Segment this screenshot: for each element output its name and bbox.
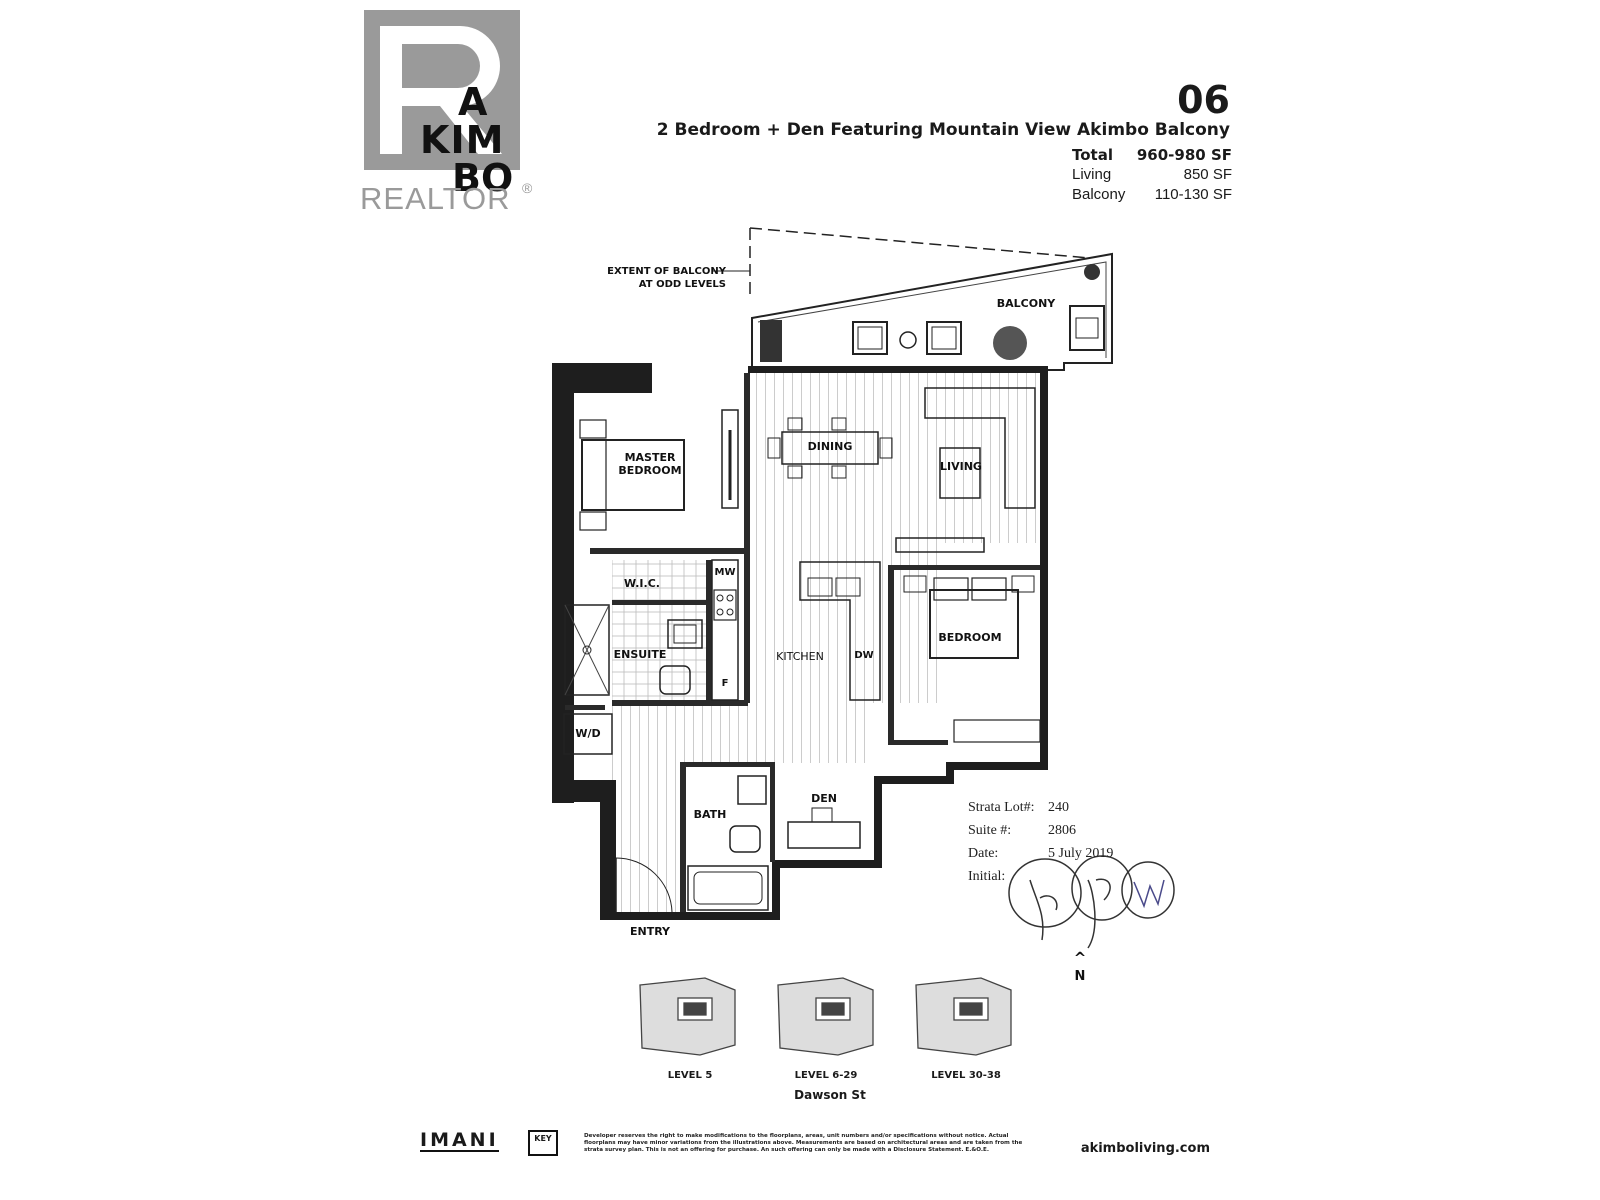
area-value: 960-980 SF <box>1136 146 1232 164</box>
unit-number: 06 <box>1177 78 1230 122</box>
north-label: N <box>1074 969 1086 984</box>
area-row-living: Living 850 SF <box>1072 166 1232 186</box>
area-label: Balcony <box>1072 186 1126 203</box>
suite-label: Suite #: <box>968 823 1012 838</box>
north-arrow-icon: ^ <box>1073 949 1087 967</box>
realtor-wordmark: REALTOR <box>360 181 511 216</box>
keyplan-level-5: LEVEL 5 <box>667 1070 713 1081</box>
room-label-ensuite: ENSUITE <box>613 648 667 661</box>
area-row-balcony: Balcony 110-130 SF <box>1072 186 1232 206</box>
keyplan-level-6-29: LEVEL 6-29 <box>794 1070 858 1081</box>
key-logo: KEY <box>528 1130 558 1156</box>
date-label: Date: <box>968 846 999 861</box>
area-label: Living <box>1072 166 1112 183</box>
area-value: 110-130 SF <box>1154 186 1232 203</box>
disclaimer-text: Developer reserves the right to make mod… <box>584 1133 1023 1153</box>
date-value: 5 July 2019 <box>1048 846 1114 861</box>
area-value: 850 SF <box>1183 166 1232 183</box>
balcony-note-line-2: AT ODD LEVELS <box>638 279 726 290</box>
strata-lot-label: Strata Lot#: <box>968 800 1035 815</box>
area-row-total: Total 960-980 SF <box>1072 146 1232 166</box>
registered-mark: ® <box>522 180 533 196</box>
keyplan-graphics <box>639 977 1012 1056</box>
appliance-label-mw: MW <box>714 567 736 578</box>
room-label-bedroom: BEDROOM <box>938 631 1002 644</box>
website-link[interactable]: akimboliving.com <box>1080 1141 1210 1156</box>
realtor-logo: A KIM BO REALTOR ® <box>360 8 540 218</box>
master-line-1: MASTER <box>624 451 676 464</box>
appliance-label-dw: DW <box>854 650 874 661</box>
room-label-dining: DINING <box>807 440 853 453</box>
unit-title: 2 Bedroom + Den Featuring Mountain View … <box>656 120 1230 140</box>
room-label-living: LIVING <box>940 460 982 473</box>
balcony-note: EXTENT OF BALCONY AT ODD LEVELS <box>606 265 726 291</box>
room-label-den: DEN <box>811 792 837 805</box>
brand-line-2: KIM <box>420 118 505 162</box>
brand-line-1: A <box>458 80 488 124</box>
appliance-label-f: F <box>721 678 729 689</box>
imani-logo: IMANI <box>420 1129 499 1152</box>
brand-line-3: BO <box>452 156 514 200</box>
strata-lot-value: 240 <box>1048 800 1069 815</box>
area-label: Total <box>1072 146 1113 164</box>
appliance-label-wd: W/D <box>575 727 601 740</box>
street-label: Dawson St <box>794 1088 866 1102</box>
room-label-wic: W.I.C. <box>624 577 660 590</box>
balcony-note-line-1: EXTENT OF BALCONY <box>607 266 726 277</box>
initial-label: Initial: <box>968 869 1006 884</box>
master-line-2: BEDROOM <box>618 464 682 477</box>
suite-value: 2806 <box>1048 823 1076 838</box>
room-label-entry: ENTRY <box>629 925 671 938</box>
keyplan-level-30-38: LEVEL 30-38 <box>931 1070 1001 1081</box>
room-label-balcony: BALCONY <box>996 297 1056 310</box>
room-label-kitchen: KITCHEN <box>776 650 824 663</box>
room-label-bath: BATH <box>693 808 727 821</box>
realtor-r-mark-icon <box>364 10 520 170</box>
room-label-master-bedroom: MASTER BEDROOM <box>610 451 690 477</box>
